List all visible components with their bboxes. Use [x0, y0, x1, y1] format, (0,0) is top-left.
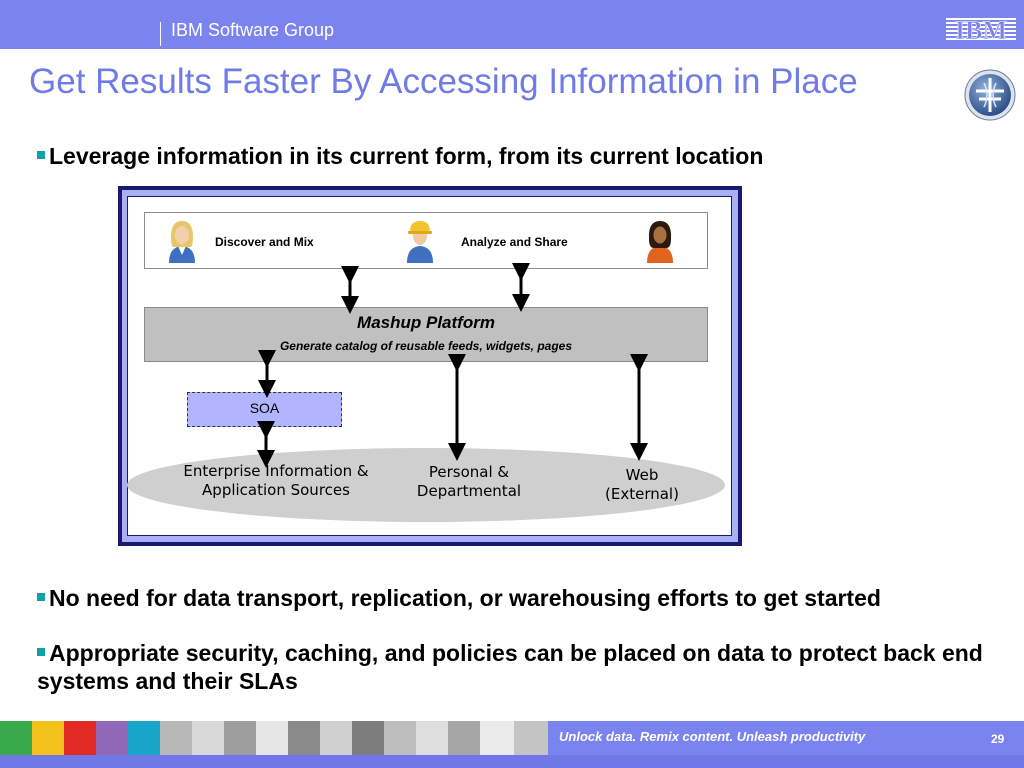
analyze-and-share-label: Analyze and Share — [461, 235, 568, 249]
mashup-platform: Mashup Platform Generate catalog of reus… — [144, 307, 708, 362]
female-user-icon — [169, 221, 195, 263]
footer-tile — [352, 721, 384, 755]
bullet-marker — [37, 648, 45, 656]
bullet-no-data-transport: No need for data transport, replication,… — [37, 584, 881, 612]
footer-tile — [416, 721, 448, 755]
footer-tile — [160, 721, 192, 755]
footer-tagline: Unlock data. Remix content. Unleash prod… — [559, 729, 866, 744]
footer-tile — [224, 721, 256, 755]
footer-tile — [0, 721, 32, 755]
bullet-security-caching: Appropriate security, caching, and polic… — [37, 640, 983, 694]
footer-tile — [320, 721, 352, 755]
footer-tile — [384, 721, 416, 755]
footer-bottom-bar — [0, 755, 1024, 768]
discover-and-mix-label: Discover and Mix — [215, 235, 314, 249]
web-external-label: Web (External) — [605, 466, 679, 503]
enterprise-sources-label: Enterprise Information & Application Sou… — [183, 462, 369, 499]
footer-tile — [480, 721, 514, 755]
sources-ellipse — [127, 448, 725, 522]
header-divider — [160, 22, 161, 46]
footer-tile — [64, 721, 96, 755]
footer: Unlock data. Remix content. Unleash prod… — [0, 721, 1024, 768]
header-bar — [0, 0, 1024, 49]
bullet-leverage: Leverage information in its current form… — [37, 142, 763, 170]
platform-subtitle: Generate catalog of reusable feeds, widg… — [279, 339, 573, 353]
bullet-marker — [37, 593, 45, 601]
globe-badge-icon — [964, 69, 1016, 121]
ibm-logo: IBM — [946, 16, 1016, 44]
footer-tile — [192, 721, 224, 755]
footer-bar — [548, 721, 1024, 755]
worker-user-icon — [407, 221, 433, 263]
users-box: Discover and Mix Analyze and Share — [144, 212, 708, 269]
header-group-name: IBM Software Group — [171, 20, 335, 40]
dark-hair-user-icon — [647, 221, 673, 263]
page-number: 29 — [991, 732, 1005, 746]
platform-title: Mashup Platform — [357, 313, 495, 332]
footer-tile — [96, 721, 128, 755]
footer-tile — [32, 721, 64, 755]
footer-tile — [128, 721, 160, 755]
footer-tile — [288, 721, 320, 755]
bullet-marker — [37, 151, 45, 159]
page-title: Get Results Faster By Accessing Informat… — [29, 62, 858, 101]
mashup-diagram: Discover and Mix Analyze and Share Mashu… — [118, 186, 742, 546]
footer-tile — [514, 721, 548, 755]
footer-tile — [448, 721, 480, 755]
connector-arrows — [257, 263, 648, 468]
footer-tile — [256, 721, 288, 755]
ibm-logo-text: IBM — [955, 16, 1007, 44]
personal-departmental-label: Personal & Departmental — [416, 463, 522, 500]
